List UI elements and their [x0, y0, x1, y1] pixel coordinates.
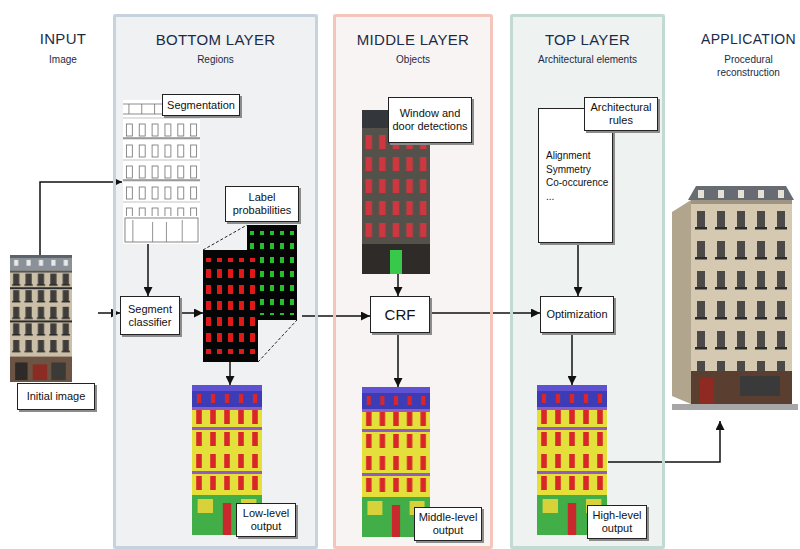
layer-subtitle: Regions	[116, 54, 315, 65]
flow-arrow	[147, 244, 149, 296]
flow-arrow	[98, 312, 120, 314]
box-label: Segmentation	[167, 99, 235, 112]
panel-ground	[113, 14, 318, 549]
layer-panel: TOP LAYER Architectural elementsAlignment…	[510, 14, 665, 549]
layer-panel: BOTTOM LAYER RegionsSegmentationSegment c…	[113, 14, 318, 549]
rule-item: Symmetry	[546, 163, 612, 177]
layer-subtitle: Objects	[336, 54, 490, 65]
box-label: High-level output	[591, 509, 643, 534]
figure-group: Initial image	[10, 255, 98, 413]
figure-group: High-level output	[537, 385, 650, 542]
figure-group: Middle-level output	[362, 387, 485, 544]
panel-ground	[333, 14, 493, 549]
box-label: Initial image	[27, 390, 86, 403]
caption-box: High-level output	[587, 505, 647, 539]
rules-group: AlignmentSymmetryCo-occurence... Architec…	[538, 97, 661, 243]
flow-arrow	[40, 182, 122, 255]
column-heading: INPUT	[28, 30, 98, 47]
box-label: Segment classifier	[124, 303, 176, 328]
box-label: Window and door detections	[392, 107, 468, 132]
facade-photo	[10, 255, 72, 382]
layer-grounds	[113, 14, 665, 549]
layer-panel: MIDDLE LAYER ObjectsWindow and door detec…	[333, 14, 493, 549]
caption-box: Middle-level output	[414, 507, 482, 541]
probability-map	[203, 250, 258, 362]
caption-box: Initial image	[17, 383, 95, 410]
layer-title: MIDDLE LAYER	[336, 31, 490, 48]
box-label: Label probabilities	[229, 191, 295, 216]
figure-group: Label probabilities	[203, 186, 302, 362]
flow-arrow	[180, 312, 203, 314]
box-label: Low-level output	[240, 507, 292, 532]
caption-box: Architectural rules	[584, 97, 658, 131]
layer-title: TOP LAYER	[513, 31, 662, 48]
column-heading: APPLICATION	[700, 31, 797, 47]
rule-item: Co-occurence	[546, 176, 612, 190]
box-label: Architectural rules	[588, 101, 654, 126]
column-subheading: Procedural reconstruction	[700, 53, 797, 79]
box-label: CRF	[385, 306, 416, 323]
caption-box: Low-level output	[236, 503, 296, 537]
layer-subtitle: Architectural elements	[513, 54, 662, 65]
caption-box: Window and door detections	[388, 97, 472, 143]
column-subheading: Image	[28, 53, 98, 66]
process-box: CRF	[370, 296, 430, 333]
segmentation-image	[123, 100, 200, 244]
caption-box: Label probabilities	[225, 186, 299, 222]
stack-lines	[203, 225, 297, 362]
flow-arrow	[397, 333, 399, 387]
box-label: Optimization	[546, 308, 607, 321]
panel-ground	[510, 14, 665, 549]
flow-arrow	[302, 315, 370, 317]
layer-title: BOTTOM LAYER	[116, 31, 315, 48]
process-box: Optimization	[540, 296, 614, 333]
process-box: Segment classifier	[120, 296, 180, 335]
rule-item: Alignment	[546, 149, 612, 163]
flow-arrow	[577, 243, 579, 296]
box-label: Middle-level output	[418, 511, 478, 536]
figure-group: Low-level output	[192, 385, 299, 540]
flow-arrow	[397, 274, 399, 296]
flow-arrow	[229, 362, 231, 385]
rendered-building	[672, 186, 798, 410]
flow-arrow	[571, 333, 573, 385]
rule-item: ...	[546, 190, 612, 204]
flow-arrow	[430, 312, 540, 314]
caption-box: Segmentation	[162, 94, 240, 116]
figure-group: Window and door detections	[362, 97, 475, 274]
